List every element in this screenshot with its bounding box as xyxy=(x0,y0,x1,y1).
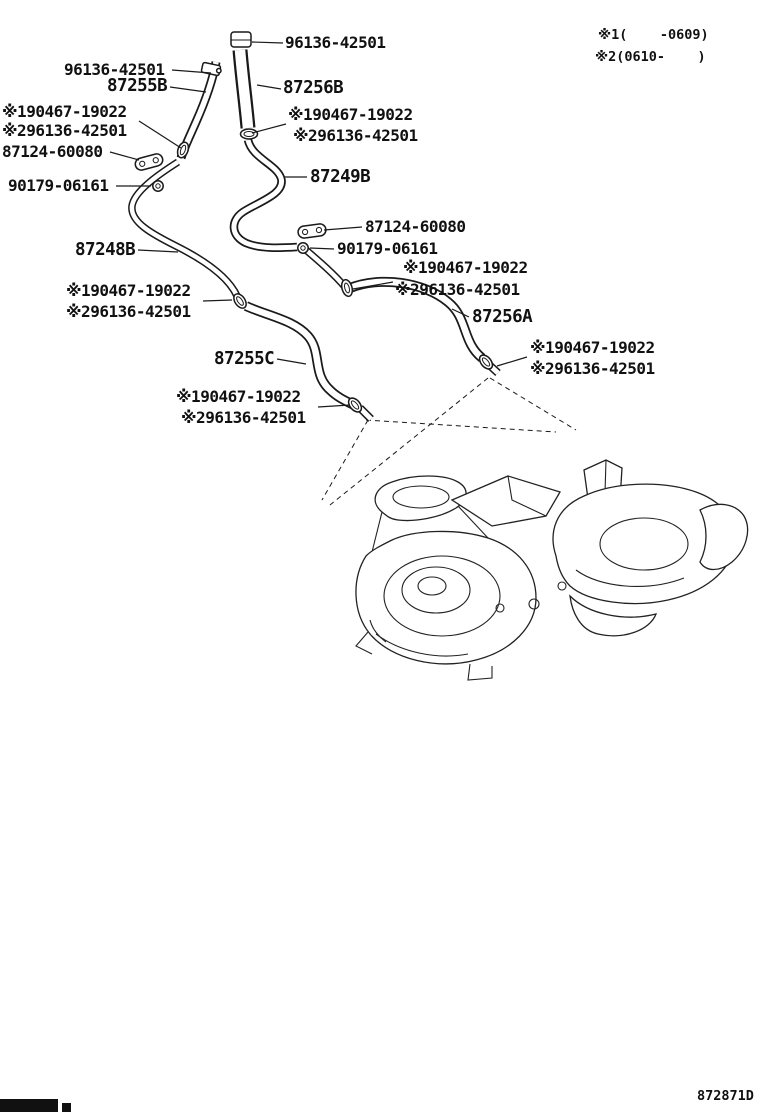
clamp-ring xyxy=(478,354,494,370)
part-label-90179-06161: 90179-06161 xyxy=(8,176,109,195)
part-label-87124-60080: 87124-60080 xyxy=(2,142,103,161)
part-label-96136-42501: 96136-42501 xyxy=(64,60,165,79)
clamp-ring xyxy=(340,278,354,298)
part-label-190467-19022: ※190467-19022 xyxy=(176,387,301,406)
part-label-296136-42501: ※296136-42501 xyxy=(66,302,191,321)
part-callout-87256B: 87256B xyxy=(283,78,344,98)
label-leader-lines xyxy=(109,41,528,408)
part-label-190467-19022: ※190467-19022 xyxy=(66,281,191,300)
clamp-bracket-87124 xyxy=(134,153,164,171)
clamp-ring xyxy=(347,397,363,413)
part-label-96136-42501: 96136-42501 xyxy=(285,33,386,52)
part-callout-87255C: 87255C xyxy=(214,349,275,369)
clamp-bracket-87124 xyxy=(297,223,327,239)
grommet-90179 xyxy=(297,242,309,254)
hose-87248B xyxy=(128,158,241,298)
page-corner-mark xyxy=(0,1099,71,1112)
part-label-190467-19022: ※190467-19022 xyxy=(530,338,655,357)
hose-87256B xyxy=(232,49,256,129)
clamp-ring xyxy=(233,293,247,309)
part-label-296136-42501: ※296136-42501 xyxy=(181,408,306,427)
legend-note-2: ※2(0610- ) xyxy=(595,49,706,65)
clamp-ring xyxy=(239,128,259,140)
part-label-296136-42501: ※296136-42501 xyxy=(530,359,655,378)
part-label-190467-19022: ※190467-19022 xyxy=(288,105,413,124)
part-label-296136-42501: ※296136-42501 xyxy=(395,280,520,299)
legend-note-1: ※1( -0609) xyxy=(598,27,709,43)
hose-87249B xyxy=(229,138,298,253)
grommet-90179 xyxy=(152,180,164,192)
part-label-190467-19022: ※190467-19022 xyxy=(403,258,528,277)
part-callout-87248B: 87248B xyxy=(75,240,136,260)
part-label-190467-19022: ※190467-19022 xyxy=(2,102,127,121)
part-callout-87255B: 87255B xyxy=(107,76,168,96)
part-label-296136-42501: ※296136-42501 xyxy=(293,126,418,145)
heater-unit-assembly xyxy=(355,459,749,681)
part-callout-87256A: 87256A xyxy=(472,307,533,327)
hose-cap-96136 xyxy=(230,31,252,48)
assembly-dashed-lines xyxy=(321,377,577,506)
clamp-ring xyxy=(176,141,190,159)
part-label-296136-42501: ※296136-42501 xyxy=(2,121,127,140)
part-label-87124-60080: 87124-60080 xyxy=(365,217,466,236)
part-callout-87249B: 87249B xyxy=(310,167,371,187)
part-label-90179-06161: 90179-06161 xyxy=(337,239,438,258)
figure-code: 872871D xyxy=(697,1088,754,1104)
